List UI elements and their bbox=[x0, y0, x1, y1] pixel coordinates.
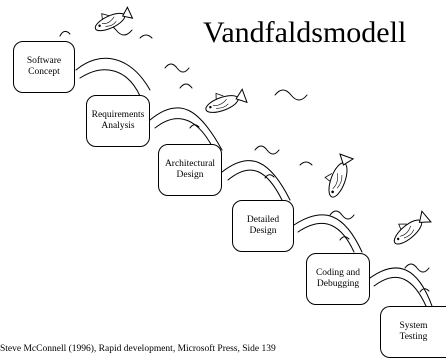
stage-requirements-analysis: Requirements Analysis bbox=[86, 95, 150, 147]
fish-icon bbox=[393, 210, 432, 245]
stage-architectural-design: Architectural Design bbox=[158, 144, 222, 196]
source-credit: Steve McConnell (1996), Rapid developmen… bbox=[0, 344, 276, 354]
fish-icon bbox=[94, 6, 134, 32]
page-title: Vandfaldsmodell bbox=[203, 16, 407, 49]
stage-system-testing: System Testing bbox=[380, 306, 446, 358]
splash-icon bbox=[221, 145, 313, 201]
stage-detailed-design: Detailed Design bbox=[232, 200, 294, 252]
splash-icon bbox=[149, 83, 308, 151]
splash-icon bbox=[59, 24, 190, 97]
splash-icon bbox=[369, 263, 433, 307]
fish-icon bbox=[324, 153, 355, 198]
splash-icon bbox=[293, 210, 363, 253]
stage-software-concept: Software Concept bbox=[13, 41, 75, 93]
stage-coding-and-debugging: Coding and Debugging bbox=[306, 253, 370, 305]
fish-icon bbox=[205, 88, 248, 113]
